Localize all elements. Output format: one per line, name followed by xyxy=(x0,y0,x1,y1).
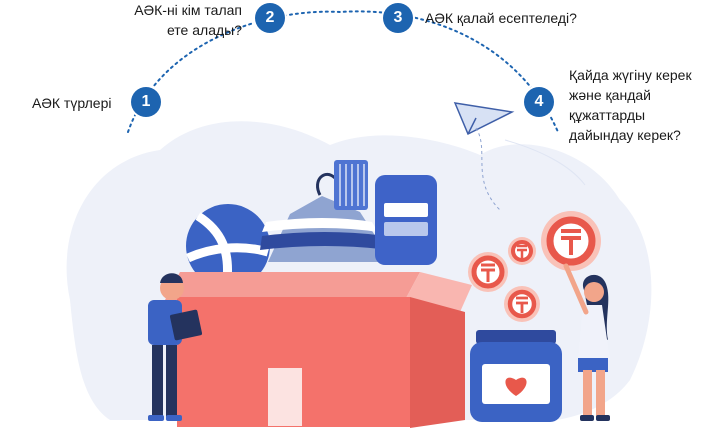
sweater-icon xyxy=(260,172,392,262)
paper-plane-icon xyxy=(453,102,515,211)
heart-icon xyxy=(505,377,527,396)
man-figure xyxy=(148,273,203,421)
comb-icon xyxy=(334,160,368,210)
step-3-label: АӘК қалай есептеледі? xyxy=(425,10,577,26)
coin-icon xyxy=(468,252,508,292)
dotted-arc xyxy=(127,10,559,133)
step-1-label: АӘК түрлері xyxy=(32,95,112,111)
woman-figure xyxy=(563,263,610,421)
folded-clothes-icon xyxy=(375,175,437,265)
coin-icon xyxy=(541,211,601,271)
step-4-label: Қайда жүгіну керек және қандай құжаттард… xyxy=(569,67,692,143)
step-4-badge: 4 xyxy=(524,87,554,117)
coin-icon xyxy=(504,286,540,322)
step-1-badge: 1 xyxy=(131,87,161,117)
step-2-label: АӘК-ні кім талап ете алады? xyxy=(134,2,242,38)
coin-icon xyxy=(508,237,536,265)
step-2-badge: 2 xyxy=(255,3,285,33)
step-3-badge: 3 xyxy=(383,3,413,33)
gift-box-illustration xyxy=(165,272,472,428)
jar-icon xyxy=(470,330,562,422)
